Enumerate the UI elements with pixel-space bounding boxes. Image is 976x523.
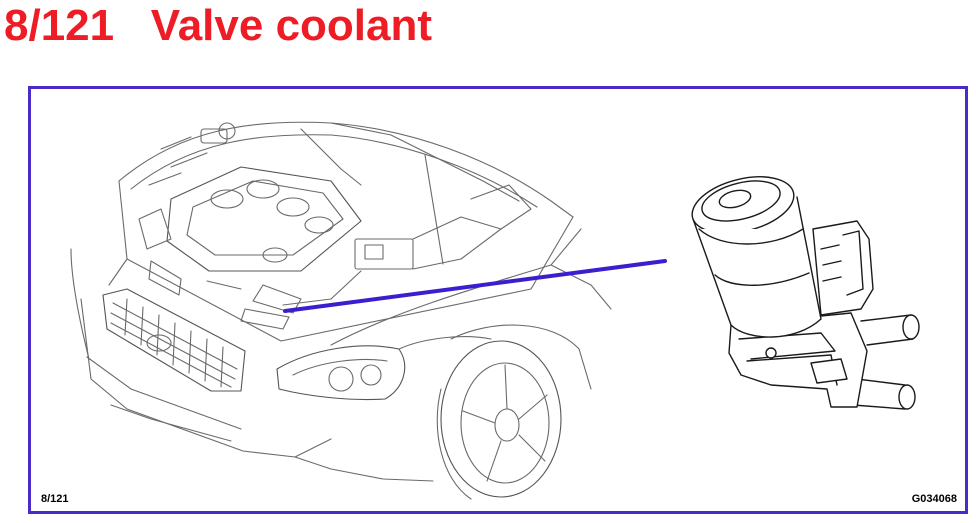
figure-reference-label: 8/121 — [41, 493, 69, 505]
drawing-number-label: G034068 — [911, 493, 957, 505]
leader-line — [283, 259, 667, 313]
page-title: 8/121 Valve coolant — [4, 1, 433, 50]
technical-illustration — [70, 121, 920, 500]
coolant-valve-illustration — [691, 176, 920, 410]
car-front-engine-bay-illustration — [70, 121, 612, 500]
figure-frame: 8/121 G034068 — [28, 86, 968, 514]
